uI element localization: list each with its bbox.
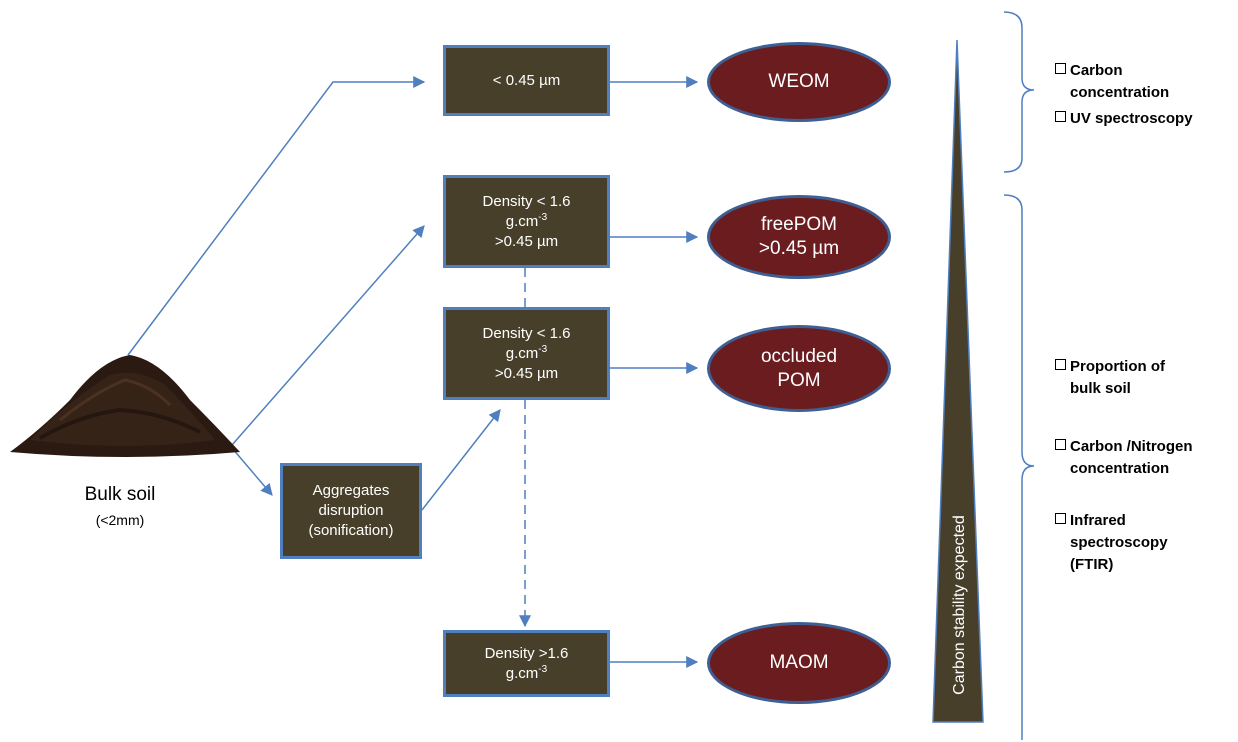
maom-ellipse: MAOM bbox=[707, 622, 891, 704]
bulk-soil-pile-image bbox=[10, 355, 240, 457]
analysis-proportion-bulk-soil: Proportion of bulk soil bbox=[1055, 356, 1165, 400]
free-pom-unit-exponent: -3 bbox=[538, 211, 548, 223]
disruption-line-2: disruption bbox=[318, 502, 384, 519]
arrow-soil-to-disruption bbox=[231, 447, 273, 496]
brace-bottom bbox=[1003, 194, 1035, 740]
analysis-ir-line-1: Infrared bbox=[1070, 512, 1126, 529]
analysis-proportion-line-1: Proportion of bbox=[1070, 358, 1165, 375]
free-pom-unit: g.cm-3 bbox=[506, 212, 547, 232]
checkbox-icon bbox=[1055, 513, 1066, 524]
disruption-line-1: Aggregates bbox=[312, 482, 390, 499]
weom-label: WEOM bbox=[768, 71, 830, 92]
free-pom-size-text: >0.45 µm bbox=[494, 232, 559, 250]
maom-unit-exponent: -3 bbox=[538, 663, 548, 675]
analysis-ir-line-2: spectroscopy bbox=[1070, 534, 1168, 551]
bulk-soil-label: Bulk soil bbox=[84, 484, 156, 505]
occluded-pom-label-2: POM bbox=[777, 369, 821, 391]
aggregates-disruption-box: Aggregates disruption (sonification) bbox=[280, 463, 422, 559]
free-pom-ellipse: freePOM >0.45 µm bbox=[707, 195, 891, 279]
occluded-pom-unit-exponent: -3 bbox=[538, 343, 548, 355]
occluded-pom-label-1: occluded bbox=[760, 345, 838, 367]
occluded-pom-size-text: >0.45 µm bbox=[494, 364, 559, 382]
disruption-line-3: (sonification) bbox=[308, 522, 394, 539]
arrow-disruption-to-occluded-filter bbox=[421, 409, 501, 511]
arrow-soil-to-weom-filter bbox=[127, 76, 426, 356]
analysis-cn-line-1: Carbon /Nitrogen bbox=[1070, 438, 1193, 455]
free-pom-label-2: >0.45 µm bbox=[758, 238, 840, 259]
analysis-carbon-line-1: Carbon bbox=[1070, 62, 1123, 79]
maom-unit: g.cm-3 bbox=[506, 664, 547, 684]
analysis-ir-line-3: (FTIR) bbox=[1070, 556, 1114, 573]
free-pom-density-text: Density < 1.6 bbox=[482, 192, 571, 210]
analysis-carbon-concentration: Carbon concentration bbox=[1055, 60, 1169, 104]
checkbox-icon bbox=[1055, 63, 1066, 74]
maom-density-text: Density >1.6 bbox=[484, 644, 569, 662]
free-pom-label-1: freePOM bbox=[760, 214, 838, 235]
weom-ellipse: WEOM bbox=[707, 42, 891, 122]
analysis-infrared-spectroscopy: Infrared spectroscopy (FTIR) bbox=[1055, 510, 1168, 576]
occluded-pom-unit: g.cm-3 bbox=[506, 344, 547, 364]
carbon-stability-label: Carbon stability expected bbox=[951, 515, 968, 695]
maom-filter-box: Density >1.6 g.cm-3 bbox=[443, 630, 610, 697]
occluded-pom-filter-box: Density < 1.6 g.cm-3 >0.45 µm bbox=[443, 307, 610, 400]
maom-label: MAOM bbox=[769, 652, 829, 673]
bulk-soil-sublabel: (<2mm) bbox=[95, 512, 145, 528]
analysis-uv-text: UV spectroscopy bbox=[1070, 110, 1193, 127]
analysis-proportion-line-2: bulk soil bbox=[1070, 380, 1131, 397]
analysis-uv-spectroscopy: UV spectroscopy bbox=[1055, 108, 1193, 130]
free-pom-unit-base: g.cm bbox=[505, 212, 539, 230]
analysis-carbon-nitrogen: Carbon /Nitrogen concentration bbox=[1055, 436, 1193, 480]
carbon-stability-wedge bbox=[932, 39, 984, 723]
weom-filter-text: < 0.45 µm bbox=[492, 71, 561, 89]
occluded-pom-density-text: Density < 1.6 bbox=[482, 324, 571, 342]
free-pom-filter-box: Density < 1.6 g.cm-3 >0.45 µm bbox=[443, 175, 610, 268]
analysis-cn-line-2: concentration bbox=[1070, 460, 1170, 477]
checkbox-icon bbox=[1055, 111, 1066, 122]
brace-top bbox=[1003, 11, 1035, 173]
checkbox-icon bbox=[1055, 439, 1066, 450]
maom-unit-base: g.cm bbox=[505, 664, 539, 682]
occluded-pom-ellipse: occluded POM bbox=[707, 325, 891, 412]
weom-filter-box: < 0.45 µm bbox=[443, 45, 610, 116]
checkbox-icon bbox=[1055, 359, 1066, 370]
analysis-carbon-line-2: concentration bbox=[1070, 84, 1170, 101]
arrow-soil-to-free-pom-filter bbox=[231, 225, 425, 446]
occluded-pom-unit-base: g.cm bbox=[505, 344, 539, 362]
